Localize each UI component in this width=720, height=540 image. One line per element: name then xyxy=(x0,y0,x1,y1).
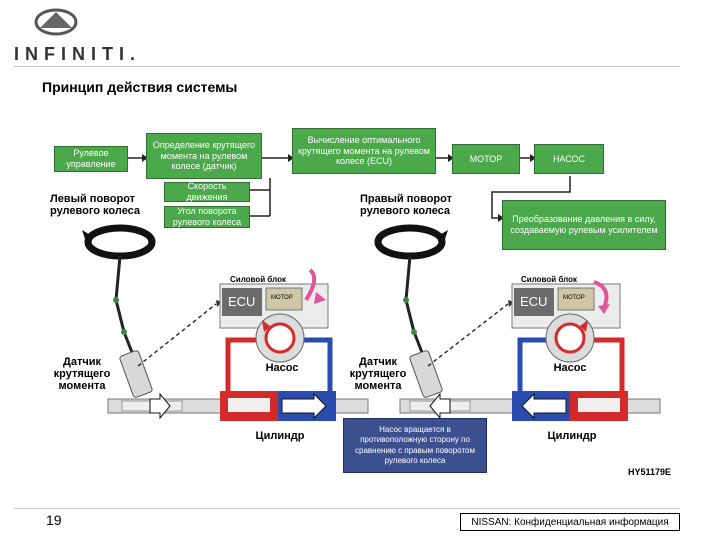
flow-arrows xyxy=(128,157,571,219)
flow-box-angle: Угол поворота рулевого колеса xyxy=(164,206,250,228)
left-steering-wheel-icon xyxy=(82,224,156,260)
footer-divider xyxy=(14,508,680,509)
left-power-unit-label: Силовой блок xyxy=(230,275,287,284)
confidential-notice: NISSAN: Конфиденциальная информация xyxy=(460,513,680,531)
left-pump-label: Насос xyxy=(265,362,299,374)
left-torque-sensor-label: Датчик крутящего момента xyxy=(53,356,111,393)
right-power-unit-label: Силовой блок xyxy=(521,275,578,284)
infiniti-emblem-icon xyxy=(34,8,78,36)
right-cylinder-label: Цилиндр xyxy=(547,430,597,442)
flow-box-pump: НАСОС xyxy=(534,144,604,174)
flow-box-torque-detect: Определение крутящего момента на рулевом… xyxy=(146,133,262,179)
left-cylinder-rack xyxy=(107,391,369,421)
page-title: Принцип действия системы xyxy=(42,79,238,95)
left-hydraulic-lines xyxy=(225,337,333,398)
page-number: 19 xyxy=(46,512,62,528)
pump-direction-note: Насос вращается в противоположную сторон… xyxy=(343,418,487,473)
right-cylinder-rack xyxy=(399,391,661,421)
left-pump-icon xyxy=(255,313,305,363)
brand-logo-text: INFINITI. xyxy=(14,44,141,64)
flow-box-motor: МОТОР xyxy=(452,144,520,174)
left-turn-heading: Левый поворот рулевого колеса xyxy=(50,193,141,218)
right-pump-icon xyxy=(545,313,595,363)
right-motor-label: МОТОР xyxy=(563,295,585,301)
figure-code: HY51179E xyxy=(628,467,672,477)
right-turn-heading: Правый поворот рулевого колеса xyxy=(360,193,452,218)
flow-box-pressure: Преобразование давления в силу, создавае… xyxy=(502,200,666,250)
right-torque-sensor-label: Датчик крутящего момента xyxy=(349,356,407,393)
left-motor-label: МОТОР xyxy=(271,295,293,301)
right-ecu-label: ECU xyxy=(520,294,548,309)
left-ecu-label: ECU xyxy=(228,294,256,309)
header-divider xyxy=(14,66,680,67)
flow-box-steering: Рулевое управление xyxy=(54,146,128,172)
flow-box-speed: Скорость движения xyxy=(164,181,250,202)
right-hydraulic-lines xyxy=(517,337,625,398)
right-steering-wheel-icon xyxy=(374,224,448,260)
right-steering-column xyxy=(403,255,514,398)
left-cylinder-label: Цилиндр xyxy=(255,430,305,442)
left-steering-column xyxy=(113,255,222,398)
right-pump-label: Насос xyxy=(553,362,587,374)
flow-box-ecu-calc: Вычисление оптимального крутящего момент… xyxy=(292,128,436,174)
